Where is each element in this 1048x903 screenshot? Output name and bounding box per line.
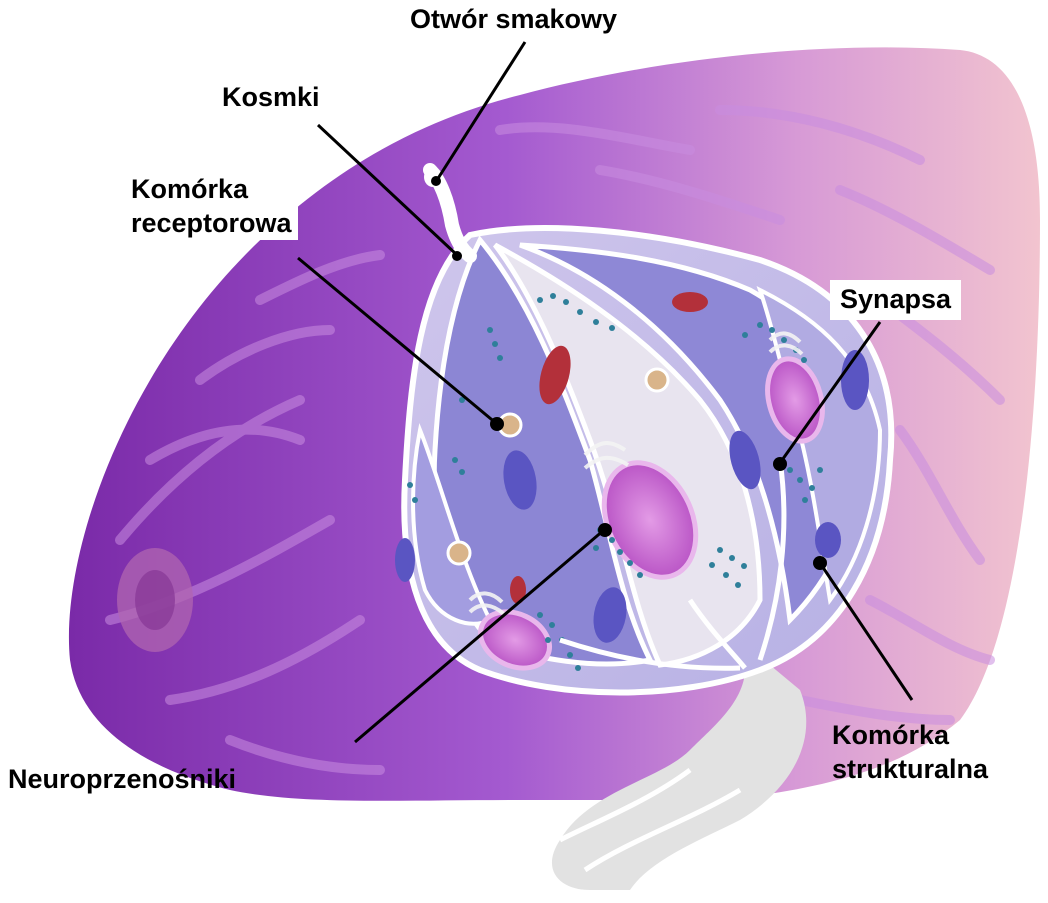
- dot-supporting-cell: [813, 556, 827, 570]
- label-supporting-cell-line1: Komórka: [832, 718, 988, 752]
- label-microvilli: Kosmki: [216, 80, 326, 114]
- label-neurotransmitters: Neuroprzenośniki: [2, 762, 242, 796]
- label-microvilli-text: Kosmki: [222, 80, 320, 114]
- label-synapse-text: Synapsa: [840, 282, 951, 316]
- dot-neurotransmitters: [598, 523, 612, 537]
- label-taste-pore: Otwór smakowy: [404, 2, 623, 36]
- label-receptor-cell-line1: Komórka: [131, 172, 292, 206]
- dot-microvilli: [452, 251, 462, 261]
- label-receptor-cell: Komórka receptorowa: [125, 172, 298, 240]
- dot-receptor-cell: [490, 417, 504, 431]
- dot-synapse: [773, 457, 787, 471]
- label-neurotransmitters-text: Neuroprzenośniki: [8, 762, 236, 796]
- label-receptor-cell-line2: receptorowa: [131, 206, 292, 240]
- label-taste-pore-text: Otwór smakowy: [410, 2, 617, 36]
- label-synapse: Synapsa: [830, 280, 961, 320]
- label-supporting-cell-line2: strukturalna: [832, 752, 988, 786]
- label-supporting-cell: Komórka strukturalna: [826, 718, 994, 786]
- dot-taste-pore: [431, 176, 441, 186]
